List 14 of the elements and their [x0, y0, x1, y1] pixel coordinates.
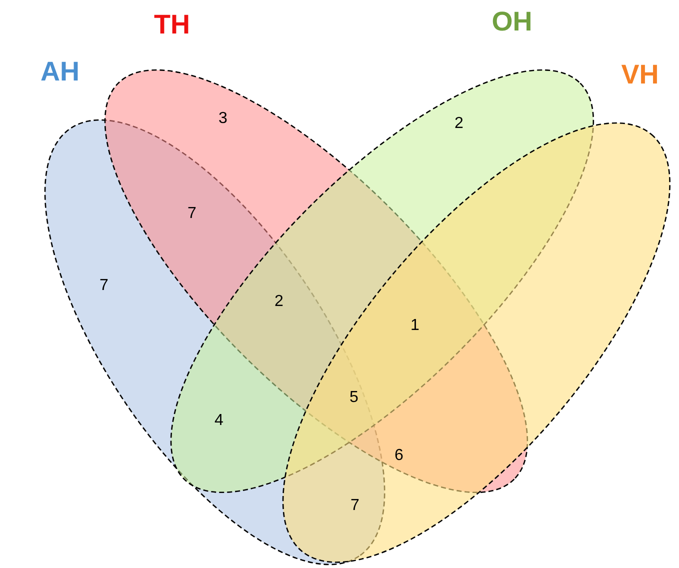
set-label: VH: [621, 62, 659, 88]
region-count: 7: [100, 278, 108, 294]
region-count: 2: [454, 116, 464, 132]
region-count: 3: [218, 111, 228, 127]
set-label: TH: [154, 12, 190, 38]
region-count: 4: [214, 413, 224, 429]
region-count: 1: [410, 318, 420, 334]
region-count: 5: [350, 390, 358, 406]
region-count: 7: [350, 498, 360, 514]
set-label: AH: [40, 58, 80, 86]
region-count: 2: [274, 294, 284, 310]
region-count: 6: [394, 448, 404, 464]
set-label: OH: [492, 8, 532, 36]
region-count: 7: [188, 206, 196, 222]
